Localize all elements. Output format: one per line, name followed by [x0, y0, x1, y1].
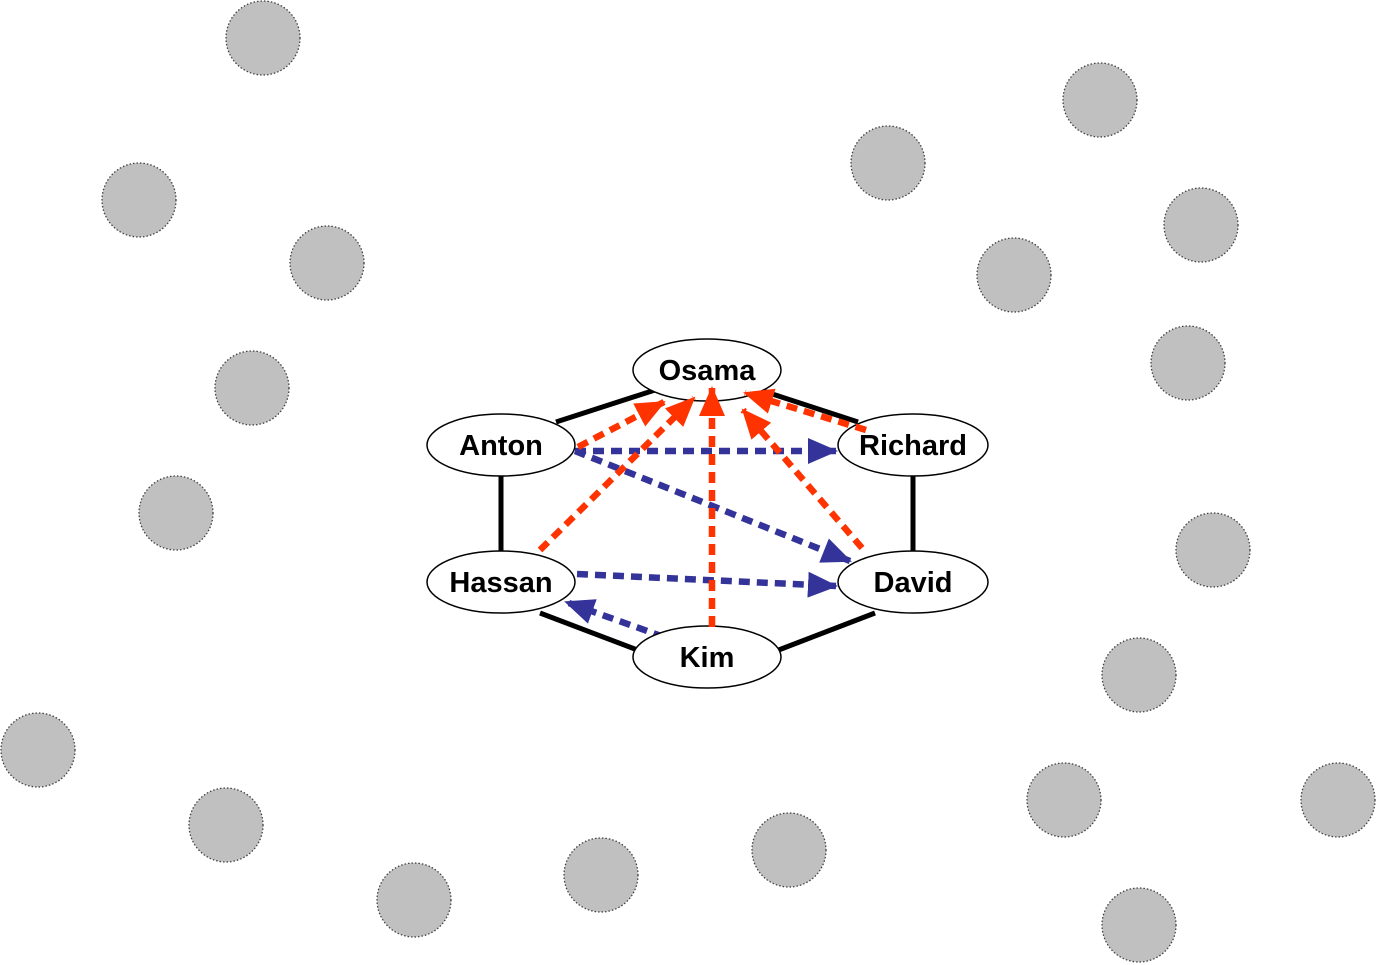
node-hassan: Hassan	[426, 550, 576, 614]
red-arrow-hassan-to-osama	[537, 395, 697, 553]
ring-edges	[498, 387, 916, 654]
background-dot	[751, 812, 827, 888]
background-dot	[1062, 62, 1138, 138]
background-dot	[1150, 325, 1226, 401]
background-dot	[101, 162, 177, 238]
background-dot	[1300, 762, 1376, 838]
node-label-kim: Kim	[680, 642, 735, 674]
ring-edge-osama-anton	[555, 387, 656, 425]
node-ellipse-hassan	[426, 550, 576, 614]
background-dot	[0, 712, 76, 788]
background-dot	[138, 475, 214, 551]
red-arrow-david-to-osama	[740, 407, 865, 551]
background-dot	[976, 237, 1052, 313]
node-anton: Anton	[426, 413, 576, 477]
blue-arrows	[564, 438, 852, 641]
node-ellipse-david	[837, 550, 989, 614]
background-dot	[1101, 887, 1177, 963]
background-dot	[1026, 762, 1102, 838]
background-dot	[376, 862, 452, 938]
background-dot	[214, 350, 290, 426]
node-ellipse-kim	[632, 625, 782, 689]
node-ellipse-anton	[426, 413, 576, 477]
node-label-osama: Osama	[659, 355, 757, 387]
ring-edge-david-kim	[775, 610, 876, 654]
ring-edge-hassan-kim	[539, 610, 641, 654]
background-dot	[1163, 187, 1239, 263]
background-dot	[289, 225, 365, 301]
ring-edge-osama-richard	[759, 387, 859, 425]
background-dot	[225, 0, 301, 76]
background-dot	[188, 787, 264, 863]
node-richard: Richard	[837, 413, 989, 477]
background-dot	[850, 125, 926, 201]
node-label-david: David	[874, 567, 953, 599]
red-arrows	[537, 386, 867, 627]
red-arrow-anton-to-osama	[576, 399, 666, 450]
node-ellipse-richard	[837, 413, 989, 477]
node-david: David	[837, 550, 989, 614]
blue-arrow-kim-to-hassan	[564, 598, 666, 641]
blue-arrow-anton-to-david	[573, 447, 852, 565]
background-dot	[563, 837, 639, 913]
blue-arrow-hassan-to-david	[576, 570, 838, 598]
node-label-hassan: Hassan	[449, 567, 552, 599]
background-dot	[1175, 512, 1251, 588]
red-arrow-richard-to-osama	[743, 388, 867, 434]
node-kim: Kim	[632, 625, 782, 689]
node-label-anton: Anton	[459, 430, 543, 462]
background-dot	[1101, 637, 1177, 713]
node-osama: Osama	[632, 338, 782, 402]
node-label-richard: Richard	[859, 430, 967, 462]
